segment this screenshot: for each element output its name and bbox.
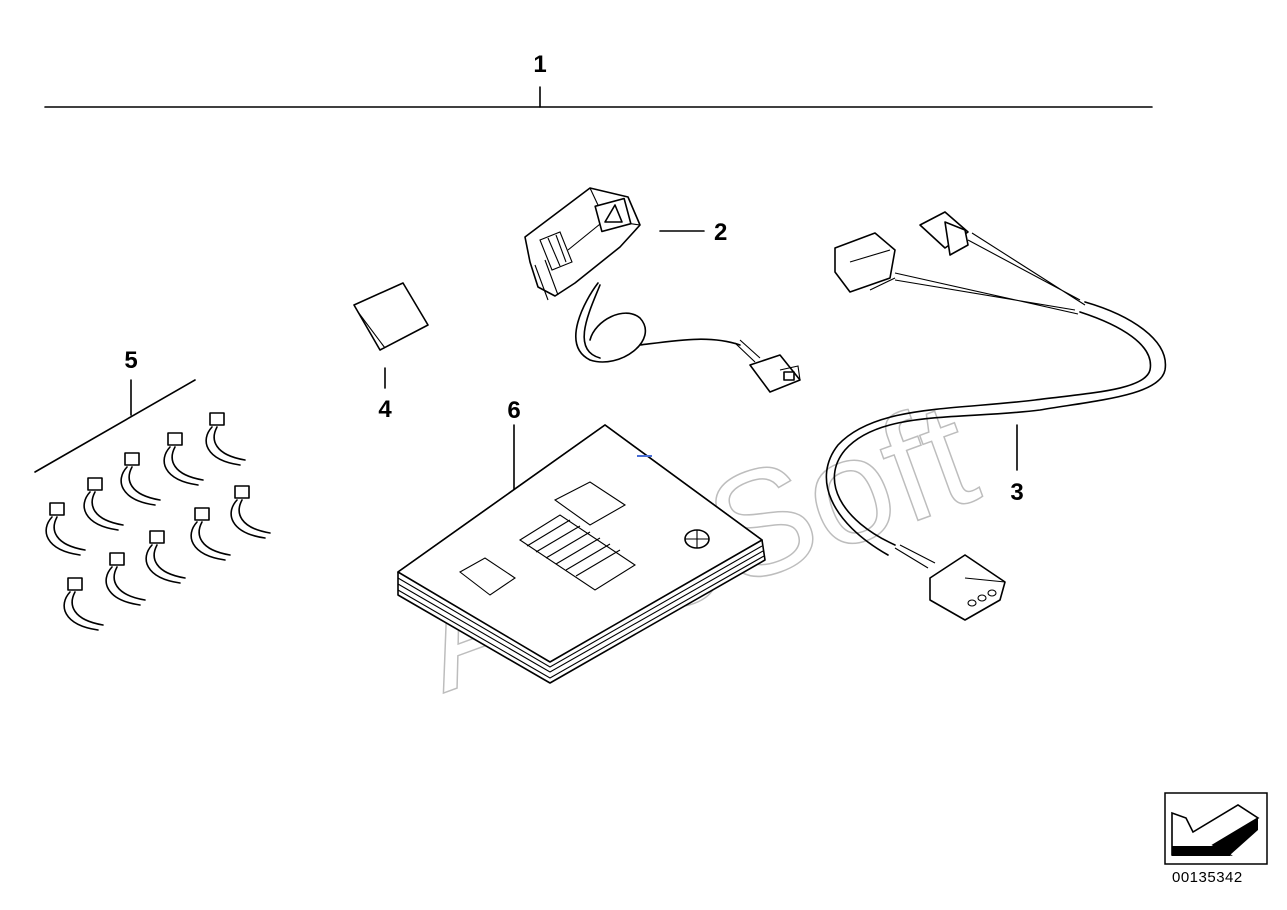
arrow-left-down-icon[interactable] [1164,792,1268,865]
manual-title-block [459,481,637,596]
cable-tie-set [45,412,271,631]
part-3-wiring-harness[interactable]: 3 [825,211,1167,621]
brand-logo-icon [684,529,710,549]
callout-2-label: 2 [714,219,727,246]
callout-3-label: 3 [1010,479,1023,506]
part-2-hazard-switch[interactable]: 2 [524,187,801,393]
part-5-cable-ties[interactable]: 5 [34,347,271,631]
callout-4-label: 4 [378,396,392,423]
callout-5-bracket [34,379,196,473]
part-6-manual[interactable]: 6 [397,397,766,684]
callout-1[interactable]: 1 [44,51,1153,108]
callout-5-label: 5 [124,347,137,374]
callout-1-label: 1 [533,51,546,78]
part-4-pad[interactable]: 4 [353,282,429,423]
callout-6-label: 6 [507,397,520,424]
reference-number: 00135342 [1172,869,1243,886]
